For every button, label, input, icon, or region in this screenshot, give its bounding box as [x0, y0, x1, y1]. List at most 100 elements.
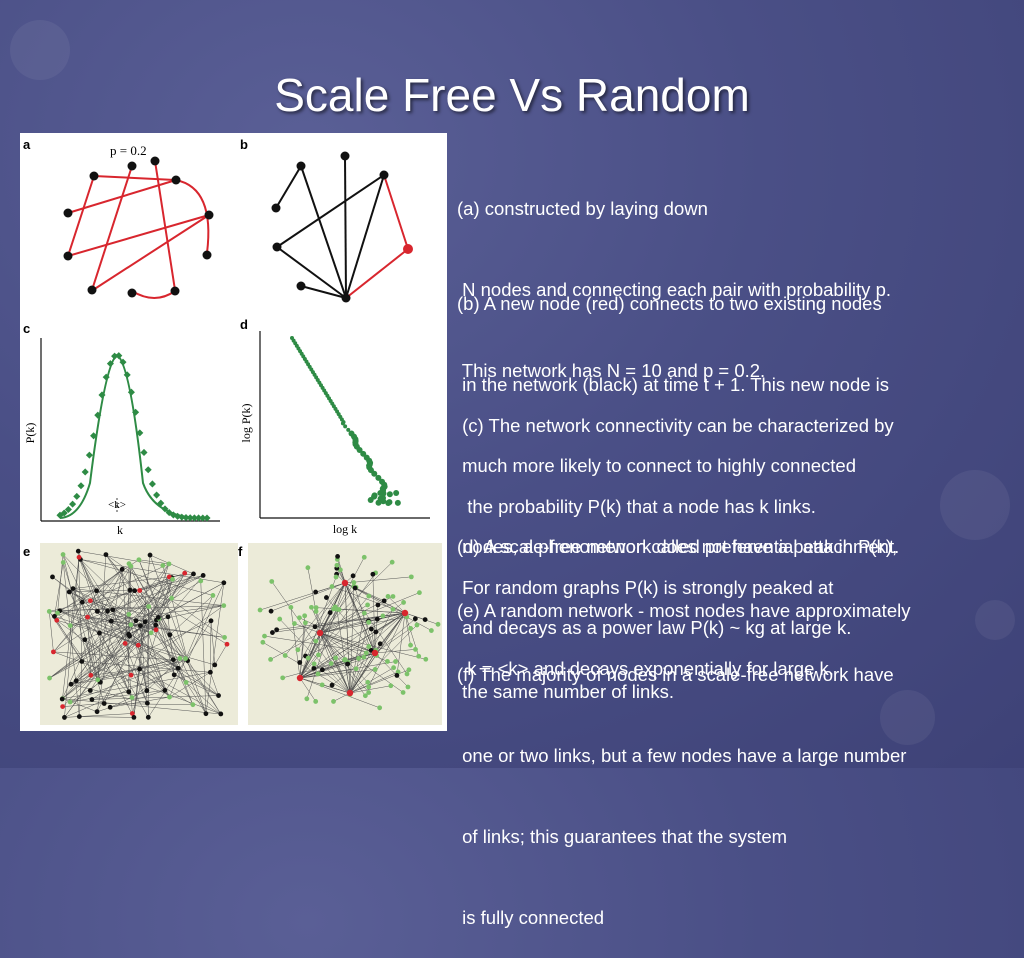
network-node: [351, 573, 356, 578]
network-node: [183, 656, 188, 661]
network-node: [60, 697, 65, 702]
network-node: [429, 628, 434, 633]
panel-c-ylabel: P(k): [23, 423, 37, 444]
network-node: [373, 667, 378, 672]
network-node: [95, 677, 100, 682]
network-node: [330, 584, 335, 589]
network-node: [104, 552, 109, 557]
network-node: [51, 649, 56, 654]
network-node: [354, 666, 359, 671]
decor-bubble: [975, 600, 1015, 640]
caption-f-line: one or two links, but a few nodes have a…: [457, 742, 906, 769]
network-node: [311, 666, 316, 671]
network-node: [110, 607, 115, 612]
network-node: [270, 630, 275, 635]
network-node: [126, 612, 131, 617]
network-node: [170, 577, 175, 582]
network-node: [283, 653, 288, 658]
poisson-point: [77, 482, 84, 489]
network-node: [130, 695, 135, 700]
network-node: [211, 593, 216, 598]
network-node: [390, 560, 395, 565]
network-node: [221, 603, 226, 608]
network-node: [314, 609, 319, 614]
network-node: [77, 555, 82, 560]
network-node: [69, 682, 74, 687]
powerlaw-point: [387, 491, 393, 497]
network-node: [388, 683, 393, 688]
network-node: [50, 575, 55, 580]
network-node: [405, 672, 410, 677]
network-node: [375, 617, 380, 622]
network-node: [204, 711, 209, 716]
network-node: [67, 590, 72, 595]
network-node: [366, 594, 371, 599]
panel-e-random-network: [40, 543, 238, 725]
network-node: [391, 607, 396, 612]
network-node: [366, 644, 371, 649]
network-node: [79, 659, 84, 664]
network-node: [129, 673, 134, 678]
poisson-point: [140, 449, 147, 456]
network-node: [362, 611, 367, 616]
network-node: [385, 659, 390, 664]
network-node: [52, 614, 57, 619]
network-node: [62, 715, 67, 720]
network-node: [138, 623, 143, 628]
network-node: [198, 579, 203, 584]
network-node: [305, 565, 310, 570]
network-node: [82, 637, 87, 642]
network-node: [167, 695, 172, 700]
network-node: [304, 696, 309, 701]
network-node: [313, 590, 318, 595]
network-node: [102, 701, 107, 706]
poisson-point: [115, 352, 122, 359]
network-node: [274, 627, 279, 632]
network-node: [123, 641, 128, 646]
network-node: [409, 574, 414, 579]
network-node: [356, 656, 361, 661]
panel-label-c: c: [23, 321, 30, 336]
powerlaw-point: [385, 500, 391, 506]
network-node: [97, 631, 102, 636]
network-node: [423, 657, 428, 662]
network-node: [309, 605, 314, 610]
caption-b-line: (b) A new node (red) connects to two exi…: [457, 290, 899, 317]
network-node: [47, 676, 52, 681]
network-node: [313, 699, 318, 704]
network-node: [94, 588, 99, 593]
network-node: [320, 682, 325, 687]
network-node: [320, 667, 325, 672]
network-node: [408, 643, 413, 648]
network-node: [74, 678, 79, 683]
network-hub: [402, 610, 408, 616]
poisson-point: [145, 466, 152, 473]
caption-c-line: (c) The network connectivity can be char…: [457, 412, 894, 439]
network-node: [136, 557, 141, 562]
network-node: [218, 712, 223, 717]
network-node: [108, 705, 113, 710]
network-node: [302, 613, 307, 618]
network-node: [366, 690, 371, 695]
network-node: [154, 627, 159, 632]
poisson-point: [82, 468, 89, 475]
powerlaw-point: [343, 424, 347, 428]
network-node: [365, 680, 370, 685]
panel-c-xlabel: k: [117, 523, 123, 537]
network-node: [370, 572, 375, 577]
network-node: [127, 561, 132, 566]
poisson-point: [149, 480, 156, 487]
network-node: [209, 618, 214, 623]
network-node: [362, 555, 367, 560]
network-node: [423, 617, 428, 622]
powerlaw-point: [395, 500, 401, 506]
network-node: [335, 554, 340, 559]
caption-f-line: (f) The majority of nodes in a scale-fre…: [457, 661, 906, 688]
poisson-point: [86, 452, 93, 459]
network-node: [134, 618, 139, 623]
network-node: [377, 705, 382, 710]
network-node: [313, 639, 318, 644]
network-node: [169, 596, 174, 601]
network-node: [178, 656, 183, 661]
network-node: [160, 563, 165, 568]
